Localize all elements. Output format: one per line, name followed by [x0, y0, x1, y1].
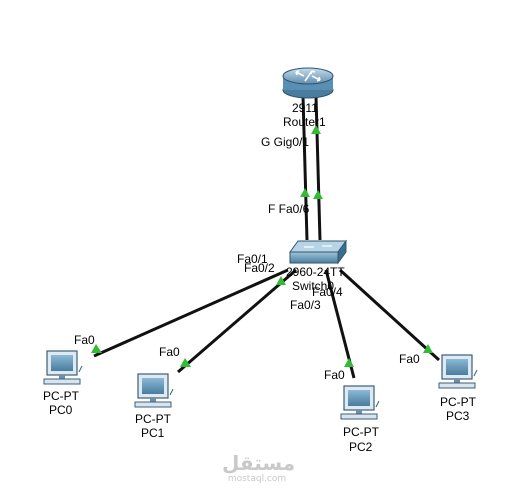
port-status-indicators	[91, 125, 433, 367]
pc1-name-label: PC1	[141, 426, 165, 440]
pc0-port-label: Fa0	[74, 333, 95, 347]
pc2-port-label: Fa0	[324, 368, 345, 382]
link-switch-pc0[interactable]	[93, 268, 289, 358]
router-port-label: G Gig0/1	[261, 135, 310, 149]
switch-icon[interactable]	[289, 239, 347, 265]
watermark-latin-text: mostaql.com	[227, 474, 287, 484]
router-icon[interactable]	[282, 67, 334, 99]
port-up-indicator	[313, 190, 323, 199]
watermark-arabic-text: مستقل	[222, 451, 296, 475]
switch-name-label: Switch0	[292, 279, 335, 293]
port-up-indicator	[180, 358, 191, 367]
port-up-indicator	[300, 188, 310, 197]
link-router-switch-a[interactable]	[301, 95, 309, 241]
switch-uplink-port-label: F Fa0/6	[268, 202, 310, 216]
port-up-indicator	[276, 276, 286, 285]
router-name-label: Router1	[283, 115, 326, 129]
port-up-indicator	[423, 344, 433, 353]
pc0-name-label: PC0	[49, 403, 73, 417]
switch-port-fa01-label: Fa0/1	[237, 252, 268, 266]
pc1-type-label: PC-PT	[135, 412, 171, 426]
port-up-indicator	[344, 358, 354, 367]
mostaql-watermark: مستقل mostaql.com	[222, 451, 296, 484]
pc2-type-label: PC-PT	[343, 425, 379, 439]
switch-port-fa03-label: Fa0/3	[290, 298, 321, 312]
pc3-name-label: PC3	[446, 409, 470, 423]
pc0-icon[interactable]	[43, 350, 83, 385]
links	[93, 95, 441, 379]
link-router-switch-b[interactable]	[314, 95, 322, 241]
pc1-port-label: Fa0	[159, 345, 180, 359]
pc3-icon[interactable]	[438, 354, 478, 389]
switch-model-label: 2960-24TT	[286, 265, 345, 279]
switch-port-fa02-label: Fa0/2	[244, 261, 275, 275]
link-switch-pc1[interactable]	[177, 268, 297, 374]
port-up-indicator	[91, 344, 102, 353]
link-switch-pc3[interactable]	[338, 268, 441, 362]
switch-port-fa04-label: Fa0/4	[312, 285, 343, 299]
pc3-port-label: Fa0	[399, 352, 420, 366]
router-model-label: 2911	[292, 101, 318, 115]
port-up-indicator	[311, 125, 321, 134]
pc2-icon[interactable]	[340, 385, 380, 420]
pc1-icon[interactable]	[134, 373, 174, 408]
pc0-type-label: PC-PT	[43, 389, 79, 403]
pc2-name-label: PC2	[349, 440, 373, 454]
pc3-type-label: PC-PT	[440, 395, 476, 409]
